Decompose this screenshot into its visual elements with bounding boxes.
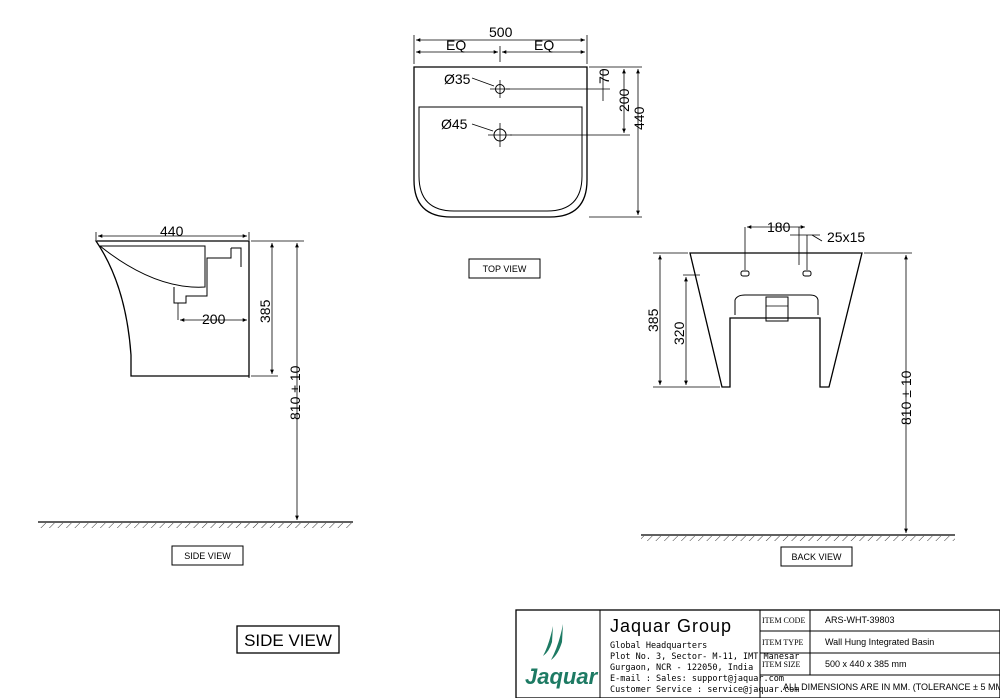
side-trap-offset-dim: 200 [202,311,226,327]
side-view-body [94,240,250,377]
address-line-5: Customer Service : service@jaquar.com [610,685,799,695]
address-line-3: Gurgaon, NCR - 122050, India [610,663,753,673]
item-size-label: ITEM SIZE [762,660,801,669]
top-view-label-box [468,258,541,279]
back-height-dim: 385 [645,308,661,332]
top-view: Ø35 Ø45 500 EQ EQ 70 200 440 TOP VIEW [413,24,647,279]
tap-offset-dim: 70 [596,68,612,84]
back-inner-height-dim: 320 [671,321,687,345]
item-type-label: ITEM TYPE [762,638,804,647]
tolerance-note: ALL DIMENSIONS ARE IN MM. (TOLERANCE ± 5… [783,682,1000,692]
title-block: Jaquar Jaquar Group Global Headquarters … [515,609,1000,698]
tap-hole-dia: Ø35 [444,71,471,87]
top-view-basin-outline [413,66,588,218]
item-type-value: Wall Hung Integrated Basin [825,637,934,647]
address-line-4: E-mail : Sales: support@jaquar.com [610,674,784,684]
top-view-label: TOP VIEW [483,264,527,274]
back-view-label-box [780,546,853,567]
side-mount-height-dim: 810 ± 10 [287,365,303,420]
item-code-value: ARS-WHT-39803 [825,615,895,625]
address-line-1: Global Headquarters [610,641,707,651]
side-depth-dim: 440 [160,223,184,239]
side-view: 440 200 385 810 ± 10 SIDE VIEW [38,223,353,566]
fixing-slot-right [802,270,812,277]
eq-right: EQ [534,37,554,53]
caption-text: SIDE VIEW [244,631,332,650]
side-height-dim: 385 [257,299,273,323]
address-line-2: Plot No. 3, Sector- M-11, IMT Manesar [610,652,799,662]
fixing-spacing-dim: 180 [767,219,791,235]
side-view-label: SIDE VIEW [184,551,231,561]
fixing-slot-left [740,270,750,277]
top-depth-dim: 440 [631,106,647,130]
back-mount-height-dim: 810 ± 10 [898,370,914,425]
back-view-body [689,252,863,388]
back-view: 180 25x15 385 320 810 ± 10 BACK VIEW [641,219,955,567]
top-width-dim: 500 [489,24,513,40]
caption-box [236,625,340,654]
side-view-label-box [171,545,244,566]
back-view-label: BACK VIEW [791,552,842,562]
top-view-bowl-outline [418,106,583,212]
item-size-value: 500 x 440 x 385 mm [825,659,907,669]
item-code-label: ITEM CODE [762,616,805,625]
eq-left: EQ [446,37,466,53]
waste-hole-dia: Ø45 [441,116,468,132]
company-name: Jaquar Group [610,616,732,636]
svg-text:Jaquar: Jaquar [525,664,599,689]
fixing-slot-dim: 25x15 [827,229,865,245]
jaquar-logo: Jaquar [525,624,599,689]
waste-offset-dim: 200 [616,88,632,112]
